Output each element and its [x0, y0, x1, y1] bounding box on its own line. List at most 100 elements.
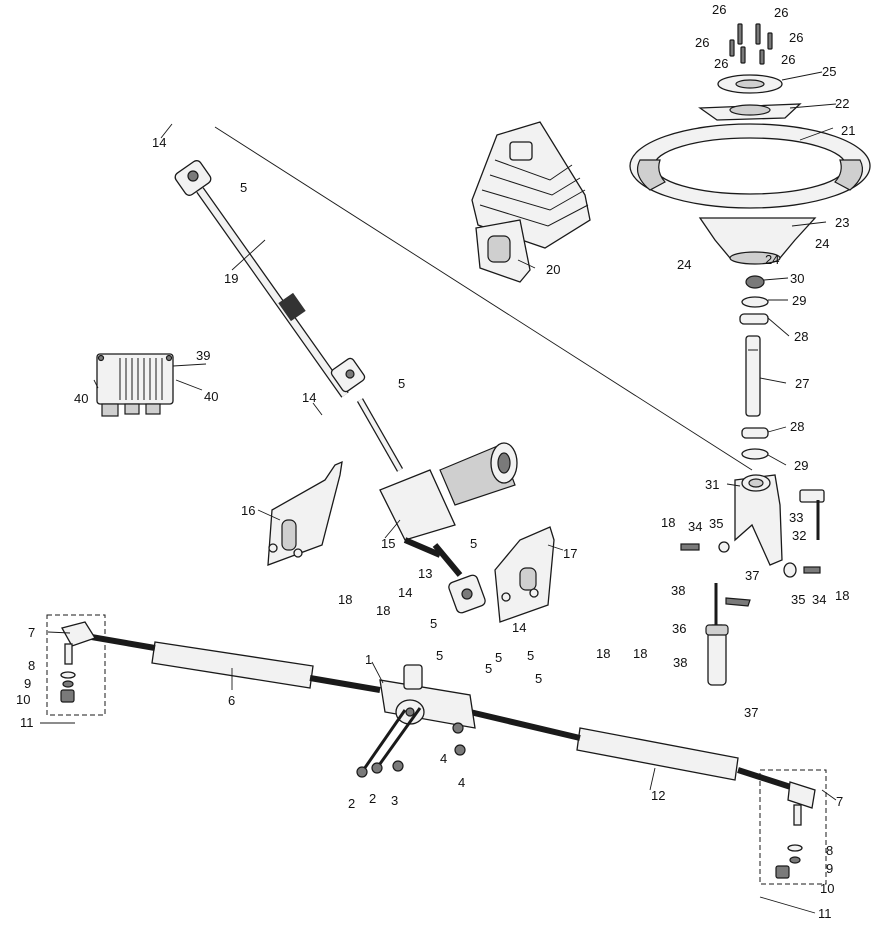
callout-26: 26: [712, 2, 726, 17]
callout-24: 24: [765, 252, 779, 267]
callout-40: 40: [74, 391, 88, 406]
callout-32: 32: [792, 528, 806, 543]
right-bracket: [494, 526, 555, 623]
callout-18: 18: [661, 515, 675, 530]
callout-31: 31: [705, 477, 719, 492]
column-bracket: [734, 474, 783, 566]
callout-5: 5: [495, 650, 502, 665]
hub-cover: [698, 103, 802, 121]
callout-33: 33: [789, 510, 803, 525]
steering-shaft: [745, 335, 761, 417]
callout-17: 17: [563, 546, 577, 561]
callout-5: 5: [398, 376, 405, 391]
callout-7: 7: [836, 794, 843, 809]
rack-housing: [379, 664, 476, 729]
callout-15: 15: [381, 536, 395, 551]
callout-18: 18: [376, 603, 390, 618]
callout-34: 34: [688, 519, 702, 534]
callout-1: 1: [365, 652, 372, 667]
switch-sensor: [799, 489, 825, 540]
callout-26: 26: [714, 56, 728, 71]
callout-5: 5: [535, 671, 542, 686]
callout-5: 5: [527, 648, 534, 663]
gear-boot: [471, 121, 591, 283]
callout-28: 28: [794, 329, 808, 344]
callout-19: 19: [224, 271, 238, 286]
callout-40: 40: [204, 389, 218, 404]
callout-5: 5: [470, 536, 477, 551]
eps-motor: [379, 442, 518, 577]
lower-u-joint: [448, 574, 486, 614]
callout-labels: 1 2 2 3 4 4 5 5 5 5 5 5 5 5 5 6 7 7 8 8 …: [16, 2, 855, 921]
leader-lines: [40, 71, 837, 914]
callout-7: 7: [28, 625, 35, 640]
callout-6: 6: [228, 693, 235, 708]
intermediate-shaft: [174, 160, 404, 472]
callout-29: 29: [792, 293, 806, 308]
callout-16: 16: [241, 503, 255, 518]
callout-14: 14: [512, 620, 526, 635]
callout-4: 4: [458, 775, 465, 790]
callout-18: 18: [633, 646, 647, 661]
callout-18: 18: [338, 592, 352, 607]
callout-12: 12: [651, 788, 665, 803]
callout-29: 29: [794, 458, 808, 473]
callout-38: 38: [671, 583, 685, 598]
steering-parts: [46, 23, 871, 885]
callout-11: 11: [818, 906, 832, 921]
callout-8: 8: [826, 843, 833, 858]
callout-14: 14: [302, 390, 316, 405]
callout-5: 5: [485, 661, 492, 676]
callout-5: 5: [436, 648, 443, 663]
left-bracket: [267, 460, 343, 566]
lower-shroud: [698, 217, 817, 265]
callout-36: 36: [672, 621, 686, 636]
callout-5: 5: [240, 180, 247, 195]
callout-28: 28: [790, 419, 804, 434]
callout-5: 5: [430, 616, 437, 631]
callout-10: 10: [16, 692, 30, 707]
callout-11: 11: [20, 715, 34, 730]
eps-controller: [96, 353, 174, 417]
callout-26: 26: [781, 52, 795, 67]
tie-rod-hardware: [60, 671, 803, 879]
callout-35: 35: [709, 516, 723, 531]
reference-line: [214, 126, 753, 471]
callout-13: 13: [418, 566, 432, 581]
center-cap: [717, 74, 783, 94]
pivot-hardware: [680, 541, 821, 578]
callout-24: 24: [677, 257, 691, 272]
callout-39: 39: [196, 348, 210, 363]
callout-9: 9: [826, 861, 833, 876]
steering-wheel: [629, 123, 871, 209]
callout-27: 27: [795, 376, 809, 391]
callout-10: 10: [820, 881, 834, 896]
callout-18: 18: [835, 588, 849, 603]
callout-9: 9: [24, 676, 31, 691]
callout-30: 30: [790, 271, 804, 286]
column-hardware: [739, 275, 769, 460]
callout-2: 2: [348, 796, 355, 811]
callout-34: 34: [812, 592, 826, 607]
tie-rod-group-right: [759, 769, 827, 885]
callout-21: 21: [841, 123, 855, 138]
callout-25: 25: [822, 64, 836, 79]
callout-20: 20: [546, 262, 560, 277]
callout-14: 14: [152, 135, 166, 150]
callout-37: 37: [744, 705, 758, 720]
callout-14: 14: [398, 585, 412, 600]
callout-2: 2: [369, 791, 376, 806]
steering-damper: [705, 583, 751, 686]
callout-4: 4: [440, 751, 447, 766]
callout-37: 37: [745, 568, 759, 583]
callout-35: 35: [791, 592, 805, 607]
callout-38: 38: [673, 655, 687, 670]
mount-bolts: [356, 707, 466, 778]
callout-8: 8: [28, 658, 35, 673]
callout-26: 26: [774, 5, 788, 20]
callout-24: 24: [815, 236, 829, 251]
callout-22: 22: [835, 96, 849, 111]
callout-18: 18: [596, 646, 610, 661]
tie-rod-ends: [61, 621, 816, 826]
